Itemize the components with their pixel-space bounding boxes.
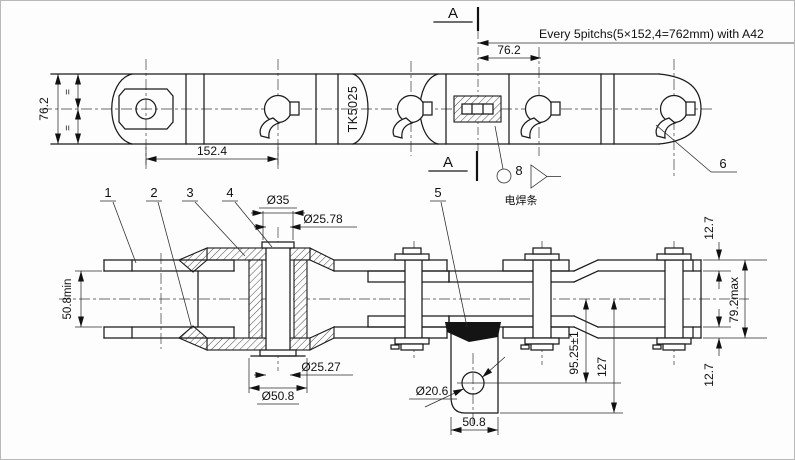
dim-pin-lower-text: Ø25.27 [301, 360, 341, 374]
dim-hole-offset: 95.25±1 127 [457, 299, 623, 414]
dim-boss-od-text: Ø35 [267, 193, 290, 207]
cotter-pin-icon [392, 117, 414, 139]
callout-6-text: 6 [719, 156, 726, 171]
pin-washer [394, 337, 430, 345]
part-marking-text: TK5025 [346, 86, 360, 133]
dim-attach-width: 50.8 [450, 415, 499, 435]
pin-shaft [532, 259, 552, 339]
dim-pitch-text: 152.4 [197, 144, 227, 158]
bushing-section-hatched [177, 247, 335, 351]
callout-3-text: 3 [186, 185, 193, 200]
dim-pin-upper: Ø25.78 [254, 212, 357, 230]
dim-attach-hole: Ø20.6 [409, 356, 506, 408]
dim-pin-upper-text: Ø25.78 [303, 212, 343, 226]
pin-head [261, 241, 295, 249]
weld-note-cn-text: 电焊条 [505, 193, 538, 207]
callout-2: 2 [146, 185, 193, 330]
section-marker-bottom: A [428, 151, 479, 181]
pin-with-cotter-3 [520, 94, 561, 139]
dim-boss-base: Ø50.8 [248, 358, 308, 405]
cotter-pin-icon [655, 117, 677, 139]
weld-bead [445, 322, 501, 342]
callout-4-text: 4 [226, 185, 233, 200]
cotter [530, 343, 554, 351]
dim-attach-hole-text: Ø20.6 [416, 384, 449, 398]
pin-3-joint [502, 247, 570, 351]
pitch-note: Every 5pitchs(5×152,4=762mm) with A42 [478, 27, 794, 46]
dim-inner-width-text: 50.8min [62, 279, 74, 320]
welded-attachment-top [453, 95, 502, 123]
dim-boss-base-text: Ø50.8 [262, 389, 295, 403]
dim-width-76-2: 76.2 = = [37, 74, 81, 144]
pin-with-cotter-2 [392, 94, 433, 139]
callout-2-text: 2 [150, 185, 157, 200]
clevis-link [103, 259, 235, 339]
pin-washer [656, 337, 692, 345]
pin-with-cotter-4 [655, 94, 696, 139]
pin-head [656, 253, 692, 261]
section-label-a-bottom: A [443, 154, 453, 171]
cotter-pin-icon [259, 117, 281, 139]
dim-plate-bottom-text: 12.7 [702, 363, 716, 387]
callout-3: 3 [182, 185, 246, 257]
top-view: 76.2 = = 152.4 A A Every 5pitchs(5×152,4… [37, 5, 794, 207]
dim-outer-width-text: 79.2max [727, 277, 741, 323]
callout-5-text: 5 [434, 185, 441, 200]
dim-boss-od: Ø35 [251, 193, 305, 240]
cotter [662, 343, 686, 351]
cotter [400, 343, 424, 351]
hex-boss-pin [118, 88, 174, 130]
equal-mark-lower: = [63, 125, 74, 131]
pin-with-cotter-1 [259, 94, 300, 139]
chain-strand-outline [50, 73, 702, 145]
left-plate-rounded-end [111, 73, 133, 145]
pin-head [394, 253, 430, 261]
dim-hole-offset-text: 95.25±1 [567, 331, 581, 375]
callout-1-text: 1 [104, 185, 111, 200]
callout-8-text: 8 [515, 163, 522, 178]
callout-1: 1 [100, 185, 137, 264]
bushing-wall-right [293, 259, 308, 339]
callout-6: 6 [655, 124, 737, 173]
dim-attach-width-text: 50.8 [462, 415, 486, 429]
right-rounded-end [658, 73, 702, 145]
dim-pitch-152-4: 152.4 [145, 144, 279, 165]
pitch-note-text: Every 5pitchs(5×152,4=762mm) with A42 [539, 27, 764, 41]
section-marker-top: A [433, 5, 480, 31]
dim-plate-top-text: 12.7 [702, 216, 716, 240]
weld-symbol-icon [530, 164, 548, 189]
sidebar-b [333, 259, 448, 339]
dim-width-text: 76.2 [37, 97, 51, 121]
dim-attach-76-2: 76.2 [478, 43, 541, 61]
pin-shaft [265, 245, 291, 355]
pin-washer [259, 349, 297, 357]
section-label-a-top: A [448, 5, 458, 22]
dim-inner-width: 50.8min [62, 270, 102, 328]
callout-5: 5 [430, 185, 468, 328]
dim-pin-lower: Ø25.27 [254, 360, 353, 378]
bushing-wall-left [248, 259, 263, 339]
pin-head [524, 253, 560, 261]
callout-8-weld: 8 电焊条 [494, 125, 561, 207]
equal-mark-upper: = [63, 89, 74, 95]
callout-4: 4 [222, 185, 273, 248]
pin-shaft [404, 259, 423, 339]
pin-washer [524, 337, 560, 345]
cotter-pin-icon [520, 117, 542, 139]
section-view: 1 2 3 4 5 50.8min [59, 185, 767, 435]
dim-attach-half-pitch-text: 76.2 [497, 43, 521, 57]
pin-2-joint [367, 247, 450, 351]
pin-1-section [250, 241, 306, 357]
dim-attach-depth-text: 127 [595, 357, 609, 377]
dim-right-stack: 12.7 79.2max 12.7 [702, 216, 767, 387]
pin-shaft [664, 259, 684, 339]
